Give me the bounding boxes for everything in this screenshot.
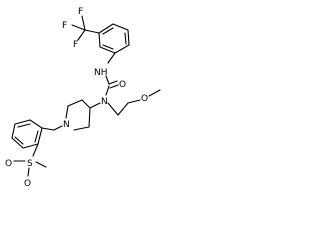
piperidine-ring	[65, 99, 91, 131]
bond-o-ch3	[148, 89, 161, 97]
bond-n-ch2	[107, 102, 119, 116]
chemical-structure: F F F NH O N O N S O O	[5, 7, 161, 189]
atom-labels: F F F NH O N O N S O O	[5, 7, 148, 189]
bond-ch2-ring	[41, 127, 55, 131]
atom-f-left: F	[62, 21, 67, 31]
bond-cf-mid	[77, 29, 86, 41]
atom-nh: NH	[94, 68, 108, 78]
bond-pn-ch2	[53, 125, 63, 131]
bond-nh-c	[105, 75, 110, 85]
atom-sulfonyl-o-bottom: O	[24, 179, 31, 189]
bond-ring-nh	[107, 52, 116, 64]
atom-urea-n: N	[101, 97, 108, 107]
atom-carbonyl-o: O	[119, 80, 126, 90]
bond-cf-left	[71, 24, 86, 31]
bonds	[11, 15, 161, 177]
atom-methoxy-o: O	[141, 94, 148, 104]
bond-cf-top	[81, 15, 86, 31]
bond-c-n	[105, 85, 110, 96]
atom-s: S	[27, 159, 33, 169]
bond-cf3-ring	[84, 29, 100, 34]
benzene-ring-top	[98, 23, 130, 54]
atom-sulfonyl-o-left: O	[5, 159, 12, 169]
bond-c-o-1	[108, 80, 118, 85]
benzene-ring-bottom	[11, 119, 43, 149]
atom-f-top: F	[78, 7, 83, 17]
bond-ch2-ch2	[117, 102, 129, 116]
bond-ring-s	[32, 143, 39, 157]
bond-c-o-2	[109, 84, 119, 89]
atom-piperidine-n: N	[63, 120, 70, 130]
bond-s-ch3	[35, 161, 47, 168]
bond-s-o-bottom	[27, 167, 30, 177]
bond-n-piperidine	[89, 102, 101, 109]
atom-f-mid: F	[73, 40, 78, 50]
bond-ch2-o	[127, 99, 141, 104]
